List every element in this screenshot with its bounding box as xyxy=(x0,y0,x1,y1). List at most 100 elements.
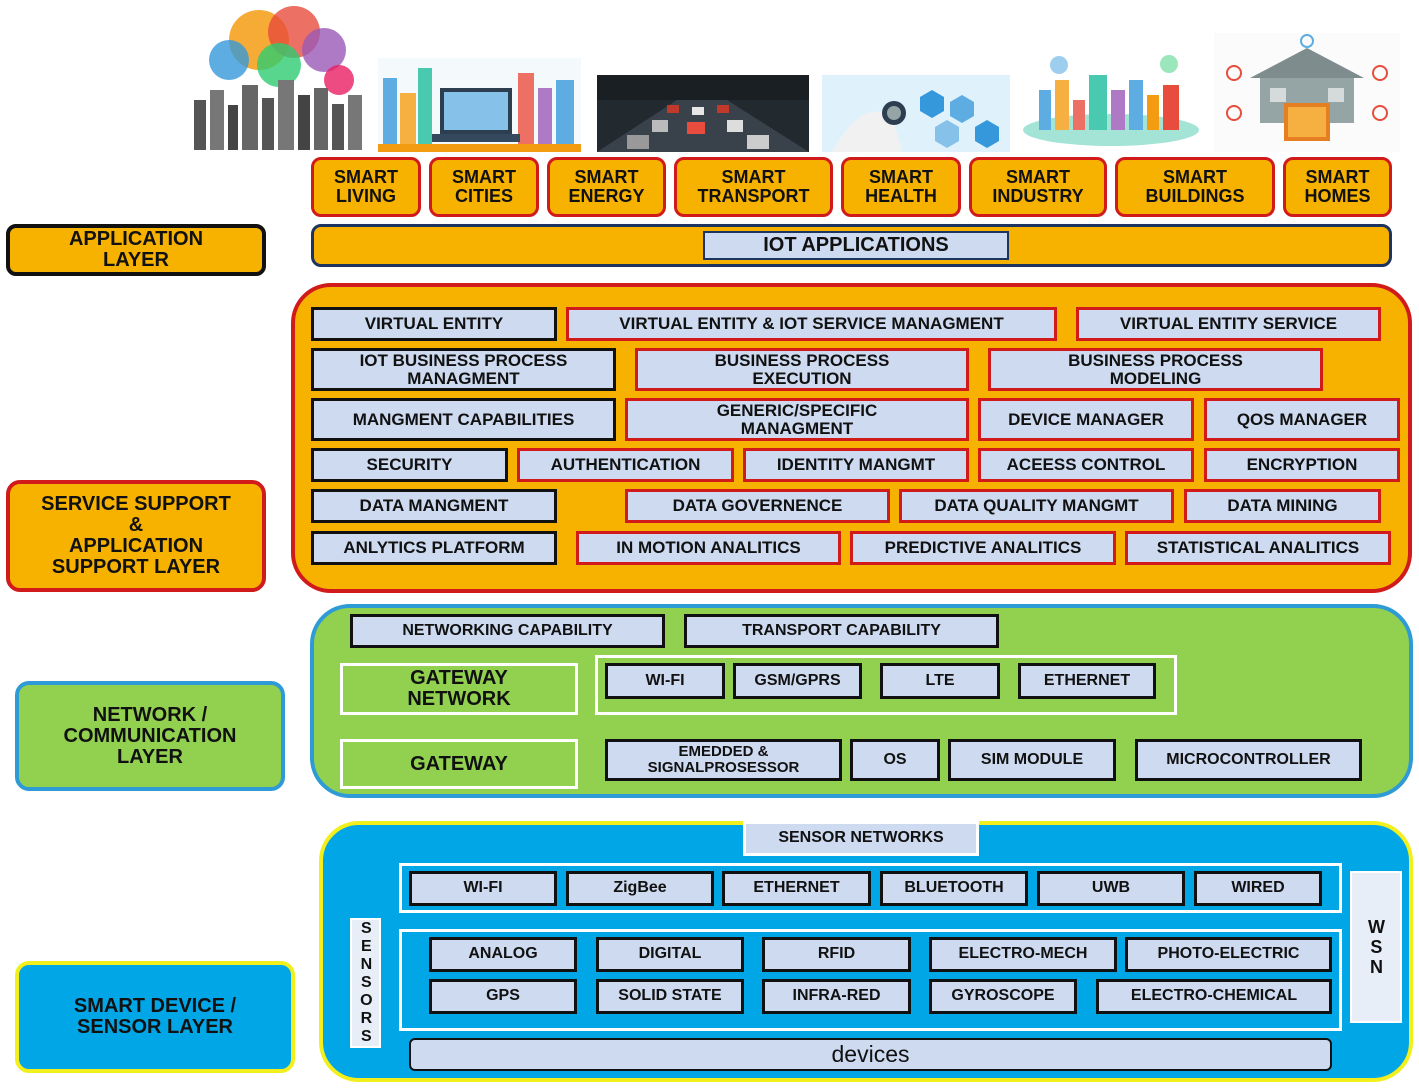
sensor-gps-box: GPS xyxy=(429,979,577,1014)
access-control-box: ACEESS CONTROL xyxy=(978,448,1194,482)
data-quality-management-box: DATA QUALITY MANGMT xyxy=(899,489,1174,523)
identity-management-box: IDENTITY MANGMT xyxy=(743,448,969,482)
virtual-entity-iot-service-label: VIRTUAL ENTITY & IOT SERVICE MANAGMENT xyxy=(619,314,1004,334)
gn-wifi-box: WI-FI xyxy=(605,663,725,699)
os-box: OS xyxy=(850,739,940,781)
analytics-platform-box: ANLYTICS PLATFORM xyxy=(311,531,557,565)
smart-living-label: SMART LIVING xyxy=(334,167,398,206)
sn-bluetooth-box: BLUETOOTH xyxy=(880,871,1028,906)
sensor-electro-chemical-box: ELECTRO-CHEMICAL xyxy=(1096,979,1332,1014)
wsn-vertical-label: WSN xyxy=(1366,917,1387,977)
sn-ethernet-label: ETHERNET xyxy=(753,879,840,897)
sensor-layer-text: SMART DEVICE / SENSOR LAYER xyxy=(73,995,237,1038)
data-governance-label: DATA GOVERNENCE xyxy=(672,496,843,516)
data-governance-box: DATA GOVERNENCE xyxy=(625,489,890,523)
smart-transport-label: SMART TRANSPORT xyxy=(697,167,810,206)
sn-wifi-label: WI-FI xyxy=(463,879,503,897)
sensors-vertical-label: SENSORS xyxy=(357,920,375,1046)
iot-cloud-city-image xyxy=(184,0,370,152)
sensor-infra-red-label: INFRA-RED xyxy=(792,987,881,1005)
gn-lte-box: LTE xyxy=(880,663,1000,699)
data-mining-label: DATA MINING xyxy=(1227,496,1338,516)
sensor-solid-state-label: SOLID STATE xyxy=(618,987,722,1005)
identity-management-label: IDENTITY MANGMT xyxy=(776,455,936,475)
wsn-vertical-label-box xyxy=(1350,871,1402,1023)
data-management-box: DATA MANGMENT xyxy=(311,489,557,523)
smart-home-tablet-image xyxy=(1214,33,1400,152)
analytics-platform-label: ANLYTICS PLATFORM xyxy=(343,538,525,558)
sensor-gps-label: GPS xyxy=(486,987,520,1005)
sensor-photo-electric-label: PHOTO-ELECTRIC xyxy=(1157,945,1300,963)
business-process-execution-box: BUSINESS PROCESS EXECUTION xyxy=(635,348,969,391)
network-layer-text: NETWORK / COMMUNICATION LAYER xyxy=(63,703,237,768)
smart-homes-label: SMART HOMES xyxy=(1304,167,1371,206)
gateway-network-label-box: GATEWAY NETWORK xyxy=(340,663,578,715)
industry-city-image xyxy=(1019,50,1204,152)
transport-capability-box: TRANSPORT CAPABILITY xyxy=(684,614,999,648)
embedded-signal-processor-box: EMEDDED & SIGNALPROSESSOR xyxy=(605,739,842,781)
authentication-box: AUTHENTICATION xyxy=(517,448,734,482)
business-process-modeling-label: BUSINESS PROCESS MODELING xyxy=(1068,350,1243,388)
sn-zigbee-box: ZigBee xyxy=(566,871,714,906)
gn-gsm-gprs-label: GSM/GPRS xyxy=(754,671,841,689)
networking-capability-label: NETWORKING CAPABILITY xyxy=(402,621,613,639)
devices-bar: devices xyxy=(409,1038,1332,1071)
smart-energy-box: SMART ENERGY xyxy=(547,157,666,217)
device-manager-box: DEVICE MANAGER xyxy=(978,398,1194,441)
sn-uwb-box: UWB xyxy=(1037,871,1185,906)
in-motion-analytics-label: IN MOTION ANALITICS xyxy=(616,538,801,558)
statistical-analytics-label: STATISTICAL ANALITICS xyxy=(1156,538,1360,558)
statistical-analytics-box: STATISTICAL ANALITICS xyxy=(1125,531,1391,565)
management-capabilities-label: MANGMENT CAPABILITIES xyxy=(352,409,575,429)
virtual-entity-service-box: VIRTUAL ENTITY SERVICE xyxy=(1076,307,1381,341)
iot-applications-label: IOT APPLICATIONS xyxy=(763,234,949,256)
sn-wired-box: WIRED xyxy=(1194,871,1322,906)
iot-applications-label-box: IOT APPLICATIONS xyxy=(703,231,1009,260)
gn-lte-label: LTE xyxy=(925,671,955,689)
virtual-entity-label: VIRTUAL ENTITY xyxy=(364,314,504,334)
sensor-networks-label: SENSOR NETWORKS xyxy=(778,829,944,847)
smart-homes-box: SMART HOMES xyxy=(1283,157,1392,217)
sensor-networks-group xyxy=(399,863,1342,913)
sensor-analog-label: ANALOG xyxy=(468,945,538,963)
sensor-photo-electric-box: PHOTO-ELECTRIC xyxy=(1125,937,1332,972)
devices-label: devices xyxy=(831,1041,910,1068)
encryption-label: ENCRYPTION xyxy=(1246,455,1358,475)
smart-living-box: SMART LIVING xyxy=(311,157,421,217)
smart-buildings-label: SMART BUILDINGS xyxy=(1145,167,1245,206)
generic-specific-management-label: GENERIC/SPECIFIC MANAGMENT xyxy=(716,400,878,438)
management-capabilities-box: MANGMENT CAPABILITIES xyxy=(311,398,616,441)
sensor-infra-red-box: INFRA-RED xyxy=(762,979,911,1014)
os-label: OS xyxy=(883,750,907,768)
sn-zigbee-label: ZigBee xyxy=(613,879,667,897)
in-motion-analytics-box: IN MOTION ANALITICS xyxy=(576,531,841,565)
sim-module-box: SIM MODULE xyxy=(948,739,1116,781)
microcontroller-box: MICROCONTROLLER xyxy=(1135,739,1362,781)
business-process-modeling-box: BUSINESS PROCESS MODELING xyxy=(988,348,1323,391)
smart-buildings-box: SMART BUILDINGS xyxy=(1115,157,1275,217)
sensor-rfid-box: RFID xyxy=(762,937,911,972)
gateway-label: GATEWAY xyxy=(410,752,508,775)
application-layer-text: APPLICATION LAYER xyxy=(68,228,204,271)
sensor-layer-label: SMART DEVICE / SENSOR LAYER xyxy=(15,961,295,1073)
gn-ethernet-label: ETHERNET xyxy=(1043,671,1131,689)
sn-bluetooth-label: BLUETOOTH xyxy=(904,879,1004,897)
security-label: SECURITY xyxy=(366,455,453,475)
virtual-entity-box: VIRTUAL ENTITY xyxy=(311,307,557,341)
service-support-layer-label: SERVICE SUPPORT & APPLICATION SUPPORT LA… xyxy=(6,480,266,592)
gateway-label-box: GATEWAY xyxy=(340,739,578,789)
iot-business-process-label: IOT BUSINESS PROCESS MANAGMENT xyxy=(359,350,568,388)
smart-energy-label: SMART ENERGY xyxy=(568,167,645,206)
gn-wifi-label: WI-FI xyxy=(645,671,685,689)
predictive-analytics-label: PREDICTIVE ANALITICS xyxy=(884,538,1082,558)
sn-uwb-label: UWB xyxy=(1091,879,1131,897)
sensor-gyroscope-box: GYROSCOPE xyxy=(929,979,1077,1014)
service-support-layer-text: SERVICE SUPPORT & APPLICATION SUPPORT LA… xyxy=(41,493,231,578)
networking-capability-box: NETWORKING CAPABILITY xyxy=(350,614,665,648)
sensor-analog-box: ANALOG xyxy=(429,937,577,972)
device-manager-label: DEVICE MANAGER xyxy=(1008,409,1164,429)
application-layer-label: APPLICATION LAYER xyxy=(6,224,266,276)
smart-cities-label: SMART CITIES xyxy=(452,167,516,206)
sensors-vertical-label-box xyxy=(350,918,381,1048)
virtual-entity-service-label: VIRTUAL ENTITY SERVICE xyxy=(1119,314,1338,334)
